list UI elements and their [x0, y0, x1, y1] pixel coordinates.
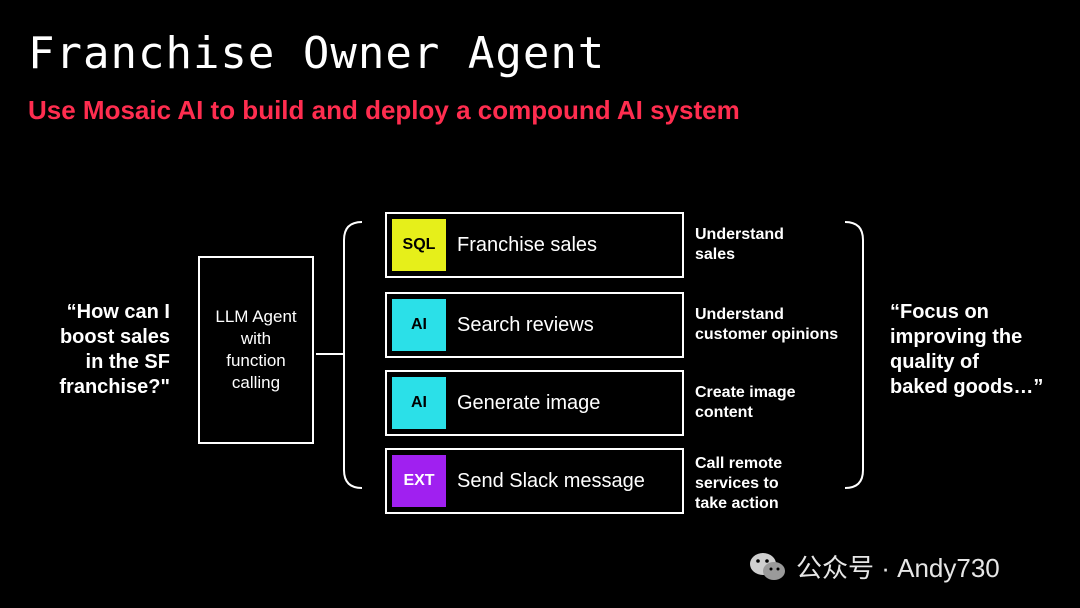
slide-subtitle: Use Mosaic AI to build and deploy a comp… [28, 95, 740, 125]
ai-badge: AI [392, 299, 446, 351]
watermark: 公众号 · Andy730 [748, 548, 1000, 585]
sql-badge: SQL [392, 219, 446, 271]
wechat-icon [750, 552, 785, 580]
tool-label: Franchise sales [457, 233, 598, 256]
tool-label: Search reviews [457, 313, 594, 336]
ai-badge: AI [392, 377, 446, 429]
tool-row-search-reviews: AI Search reviews [385, 292, 684, 358]
watermark-text: 公众号 · Andy730 [796, 553, 1000, 583]
right-bracket [844, 221, 864, 489]
tool-description: Call remote services to take action [695, 455, 783, 512]
agent-connector-line [316, 353, 344, 355]
tool-description: Understand customer opinions [695, 306, 839, 343]
llm-agent-label: LLM Agent with function calling [215, 307, 297, 392]
tool-row-send-slack-message: EXT Send Slack message [385, 448, 684, 514]
left-bracket [343, 221, 363, 489]
user-question: “How can I boost sales in the SF franchi… [59, 301, 170, 398]
agent-answer: “Focus on improving the quality of baked… [890, 301, 1044, 398]
tool-row-generate-image: AI Generate image [385, 370, 684, 436]
ext-badge: EXT [392, 455, 446, 507]
tool-label: Send Slack message [457, 469, 645, 492]
tool-row-franchise-sales: SQL Franchise sales [385, 212, 684, 278]
tool-description: Understand sales [695, 226, 784, 263]
slide-title: Franchise Owner Agent [28, 28, 606, 79]
llm-agent-box: LLM Agent with function calling [198, 256, 314, 444]
tool-description: Create image content [695, 384, 796, 421]
tool-label: Generate image [457, 391, 601, 414]
